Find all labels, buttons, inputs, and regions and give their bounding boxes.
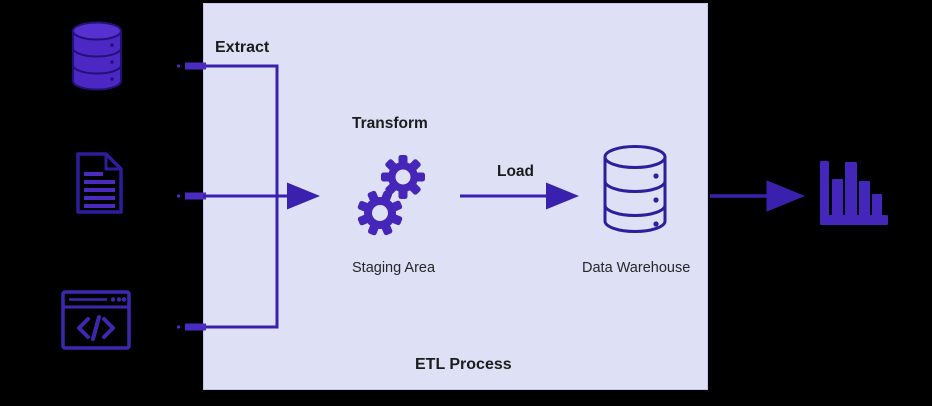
document-icon	[74, 151, 126, 215]
etl-process-title: ETL Process	[415, 356, 512, 373]
staging-area-label: Staging Area	[352, 260, 436, 276]
extract-label: Extract	[215, 39, 270, 56]
code-window-icon	[61, 290, 131, 350]
load-label: Load	[497, 163, 535, 180]
database-icon	[70, 20, 124, 92]
transform-label: Transform	[352, 115, 428, 132]
gears-icon	[352, 150, 432, 238]
bar-chart-icon	[818, 160, 890, 228]
database-outline-icon	[600, 144, 670, 234]
data-warehouse-label: Data Warehouse	[582, 260, 691, 276]
